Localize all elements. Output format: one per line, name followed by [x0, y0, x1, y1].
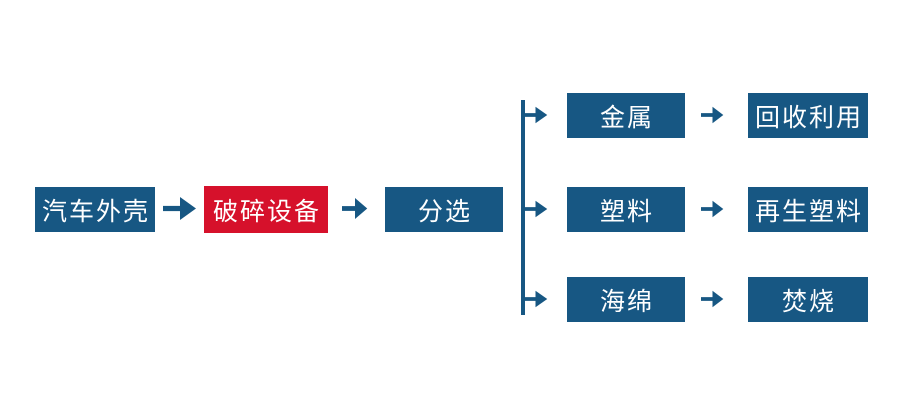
arrow-right-icon: [523, 290, 548, 308]
node-sponge: 海绵: [567, 277, 685, 322]
arrow-right-icon: [701, 290, 724, 308]
arrow-right-icon: [523, 106, 548, 124]
node-incineration: 焚烧: [748, 277, 868, 322]
arrow-right-icon: [163, 196, 197, 221]
node-crushing-equipment: 破碎设备: [204, 186, 328, 233]
node-metal: 金属: [567, 93, 685, 138]
node-sorting: 分选: [385, 187, 503, 232]
arrow-right-icon: [523, 200, 548, 218]
arrow-right-icon: [701, 200, 724, 218]
node-plastic: 塑料: [567, 187, 685, 232]
node-car-shell: 汽车外壳: [35, 187, 155, 232]
node-recycling: 回收利用: [748, 93, 868, 138]
node-recycled-plastic: 再生塑料: [748, 187, 868, 232]
arrow-right-icon: [701, 106, 724, 124]
arrow-right-icon: [342, 197, 368, 220]
